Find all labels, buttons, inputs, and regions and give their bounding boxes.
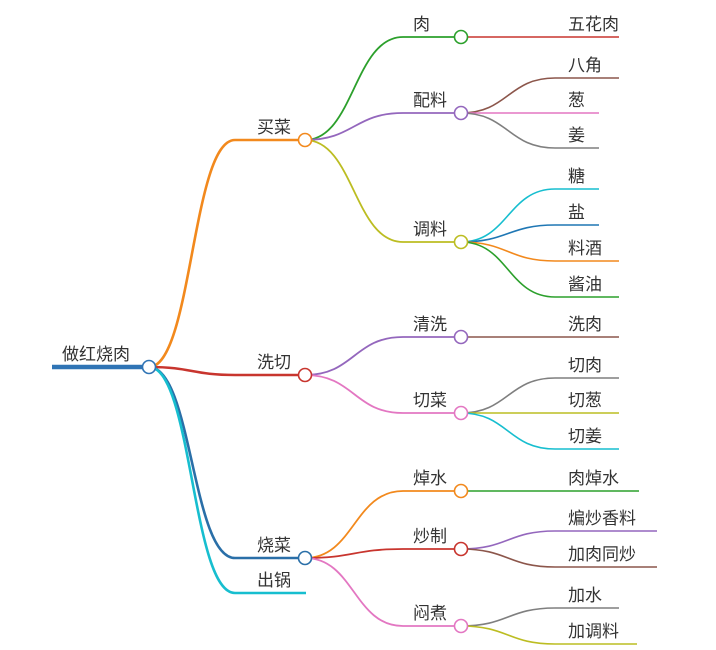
leaf-label-1-1-1: 五花肉 bbox=[568, 15, 619, 35]
sub-link-1-2 bbox=[304, 112, 404, 141]
branch-link-1 bbox=[148, 138, 236, 369]
sub-link-3-3 bbox=[304, 557, 404, 627]
leaf-label-2-2-1: 切肉 bbox=[568, 356, 602, 376]
sub-node-toggle-1-2[interactable] bbox=[453, 105, 469, 121]
leaf-label-3-3-2: 加调料 bbox=[568, 622, 619, 642]
branch-label-1: 买菜 bbox=[257, 118, 291, 138]
branch-link-3 bbox=[148, 365, 236, 560]
branch-label-3: 烧菜 bbox=[257, 536, 291, 556]
leaf-link-2-2-1 bbox=[460, 377, 556, 414]
mindmap-links bbox=[52, 36, 657, 645]
sub-link-2-2 bbox=[304, 374, 404, 414]
sub-node-toggle-2-2[interactable] bbox=[453, 405, 469, 421]
leaf-label-2-1-1: 洗肉 bbox=[568, 315, 602, 335]
leaf-label-2-2-2: 切葱 bbox=[568, 391, 602, 411]
sub-link-1-1 bbox=[304, 36, 404, 141]
leaf-link-3-3-2 bbox=[460, 625, 556, 645]
branch-label-2: 洗切 bbox=[257, 353, 291, 373]
leaf-label-1-2-2: 葱 bbox=[568, 91, 585, 111]
sub-node-toggle-1-3[interactable] bbox=[453, 234, 469, 250]
sub-label-1-1: 肉 bbox=[413, 15, 430, 35]
sub-label-3-1: 焯水 bbox=[413, 469, 447, 489]
leaf-label-3-1-1: 肉焯水 bbox=[568, 469, 619, 489]
sub-node-toggle-3-2[interactable] bbox=[453, 541, 469, 557]
leaf-link-1-3-1 bbox=[460, 188, 556, 243]
leaf-label-1-3-2: 盐 bbox=[568, 203, 585, 223]
sub-label-2-2: 切菜 bbox=[413, 391, 447, 411]
leaf-label-3-2-2: 加肉同炒 bbox=[568, 545, 636, 565]
leaf-link-1-3-4 bbox=[460, 241, 556, 298]
leaf-link-3-2-2 bbox=[460, 548, 556, 568]
sub-node-toggle-3-3[interactable] bbox=[453, 618, 469, 634]
leaf-link-2-2-3 bbox=[460, 412, 556, 450]
sub-label-1-3: 调料 bbox=[413, 220, 447, 240]
leaf-link-3-2-1 bbox=[460, 530, 556, 550]
sub-label-3-2: 炒制 bbox=[413, 527, 447, 547]
leaf-link-1-2-3 bbox=[460, 112, 556, 149]
leaf-link-1-3-2 bbox=[460, 224, 556, 243]
branch-label-4: 出锅 bbox=[257, 571, 291, 591]
leaf-label-2-2-3: 切姜 bbox=[568, 427, 602, 447]
branch-link-2 bbox=[148, 365, 236, 377]
branch-node-toggle-2[interactable] bbox=[297, 367, 313, 383]
leaf-label-1-2-3: 姜 bbox=[568, 126, 585, 146]
leaf-label-1-3-4: 酱油 bbox=[568, 275, 602, 295]
leaf-label-3-3-1: 加水 bbox=[568, 586, 602, 606]
leaf-label-3-2-1: 煸炒香料 bbox=[568, 509, 636, 529]
sub-label-1-2: 配料 bbox=[413, 91, 447, 111]
branch-node-toggle-1[interactable] bbox=[297, 132, 313, 148]
sub-link-1-3 bbox=[304, 139, 404, 243]
sub-link-3-2 bbox=[304, 548, 404, 559]
leaf-label-1-2-1: 八角 bbox=[568, 56, 602, 76]
branch-node-toggle-3[interactable] bbox=[297, 550, 313, 566]
sub-node-toggle-3-1[interactable] bbox=[453, 483, 469, 499]
leaf-link-1-2-1 bbox=[460, 77, 556, 114]
sub-node-toggle-2-1[interactable] bbox=[453, 329, 469, 345]
leaf-label-1-3-3: 料酒 bbox=[568, 239, 602, 259]
root-node-toggle[interactable] bbox=[141, 359, 157, 375]
sub-label-3-3: 闷煮 bbox=[413, 604, 447, 624]
leaf-label-1-3-1: 糖 bbox=[568, 167, 585, 187]
leaf-link-1-3-3 bbox=[460, 241, 556, 262]
sub-link-3-1 bbox=[304, 490, 404, 559]
sub-node-toggle-1-1[interactable] bbox=[453, 29, 469, 45]
root-label: 做红烧肉 bbox=[62, 345, 130, 365]
branch-link-4 bbox=[148, 365, 236, 595]
sub-label-2-1: 清洗 bbox=[413, 315, 447, 335]
sub-link-2-1 bbox=[304, 336, 404, 376]
leaf-link-3-3-1 bbox=[460, 607, 556, 627]
